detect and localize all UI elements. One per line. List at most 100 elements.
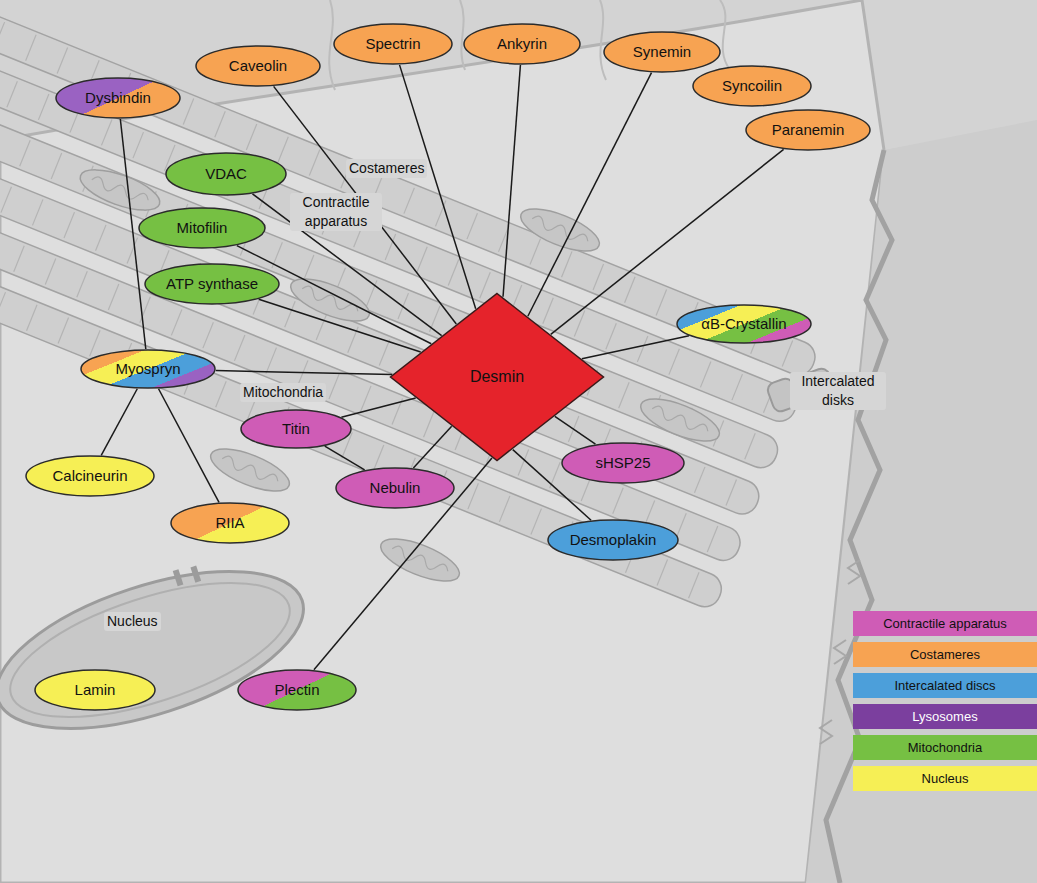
region-label: Intercalated disks (790, 372, 886, 410)
desmosome (834, 640, 846, 664)
legend-text: Lysosomes (853, 704, 1037, 729)
interaction-line (341, 398, 415, 417)
interaction-line (555, 416, 596, 444)
protein-ellipse: Myospryn (80, 349, 216, 389)
interaction-line (503, 65, 520, 297)
legend-text: Costameres (853, 642, 1037, 667)
protein-ellipse: Synemin (603, 31, 721, 73)
mitochondrion-membrane (75, 162, 164, 219)
nuclear-pore (190, 566, 201, 583)
myofibril (0, 205, 726, 611)
z-line (404, 188, 414, 214)
cristae (650, 404, 709, 436)
ellipse-shape (693, 66, 811, 106)
z-line (7, 81, 17, 107)
region-label: Contractile apparatus (290, 193, 382, 231)
z-line (32, 199, 42, 225)
z-line (379, 339, 389, 365)
ellipse-shape (56, 78, 180, 118)
interaction-line (216, 371, 392, 375)
z-line (133, 132, 143, 158)
legend-row: Contractile apparatus (853, 611, 1037, 636)
protein-name: sHSP25 (595, 454, 650, 472)
protein-name: ATP synthase (166, 275, 258, 293)
mitochondrion (635, 390, 724, 449)
interaction-line (528, 73, 652, 317)
z-line (14, 246, 24, 272)
protein-ellipse: sHSP25 (561, 442, 685, 484)
z-line (656, 290, 666, 316)
hub-diamond: Desmin (389, 292, 605, 462)
z-line (373, 445, 383, 471)
ellipse-shape (336, 468, 454, 508)
mitochondrion (515, 200, 604, 259)
z-line (183, 99, 193, 125)
z-line (700, 361, 710, 387)
z-line (657, 560, 667, 586)
z-line (266, 348, 276, 374)
z-line (366, 280, 376, 306)
legend-text: Mitochondria (853, 735, 1037, 760)
myofibril (0, 159, 745, 565)
z-line (707, 526, 717, 552)
protein-name: Ankyrin (497, 35, 547, 53)
protein-ellipse: Ankyrin (463, 23, 581, 65)
myofibril-bundle (0, 0, 820, 612)
z-line (329, 373, 339, 399)
z-line (0, 22, 5, 48)
ellipse-shape (139, 208, 265, 248)
ellipse-shape (334, 24, 452, 64)
protein-name: Paranemin (772, 121, 845, 139)
interaction-line (159, 389, 219, 503)
protein-ellipse: RIIA (170, 502, 290, 544)
z-line (417, 247, 427, 273)
protein-ellipse: VDAC (165, 152, 287, 196)
protein-ellipse: Plectin (237, 669, 357, 711)
region-label: Mitochondria (240, 383, 326, 402)
legend-row: Mitochondria (853, 735, 1037, 760)
protein-ellipse: Caveolin (195, 45, 321, 87)
legend-text: Contractile apparatus (853, 611, 1037, 636)
z-line (467, 213, 477, 239)
cristae (220, 454, 279, 486)
z-line (606, 323, 616, 349)
z-line (285, 301, 295, 327)
z-line (424, 411, 434, 437)
legend-row: Lysosomes (853, 704, 1037, 729)
mitochondrion (205, 440, 294, 499)
interaction-line (101, 389, 137, 456)
z-line (0, 292, 6, 318)
protein-name: Syncoilin (722, 77, 782, 95)
protein-name: Synemin (633, 43, 691, 61)
z-line (625, 277, 635, 303)
z-line (435, 200, 445, 226)
z-line (234, 335, 244, 361)
interaction-line (259, 299, 421, 352)
protein-name: Myospryn (115, 360, 180, 378)
cristae (390, 544, 449, 576)
z-line (101, 119, 111, 145)
protein-ellipse: Paranemin (745, 109, 871, 151)
protein-name: Titin (282, 420, 310, 438)
z-line (726, 480, 736, 506)
z-line (637, 336, 647, 362)
protein-name: αB-Crystallin (701, 315, 786, 333)
z-line (499, 496, 509, 522)
z-line (27, 305, 37, 331)
z-line (64, 212, 74, 238)
z-line (20, 140, 30, 166)
ellipse-shape (171, 503, 289, 543)
mitochondrion-membrane (285, 270, 374, 329)
z-line (732, 374, 742, 400)
legend-text: Intercalated discs (853, 673, 1037, 698)
z-line (246, 124, 256, 150)
protein-ellipse: Nebulin (335, 467, 455, 509)
interaction-line (325, 446, 365, 470)
desmosome (848, 560, 860, 584)
neighbour-cell (806, 120, 1037, 883)
protein-name: Caveolin (229, 57, 287, 75)
ellipse-shape (548, 520, 678, 560)
cytoskeletal-filaments (329, 0, 730, 90)
